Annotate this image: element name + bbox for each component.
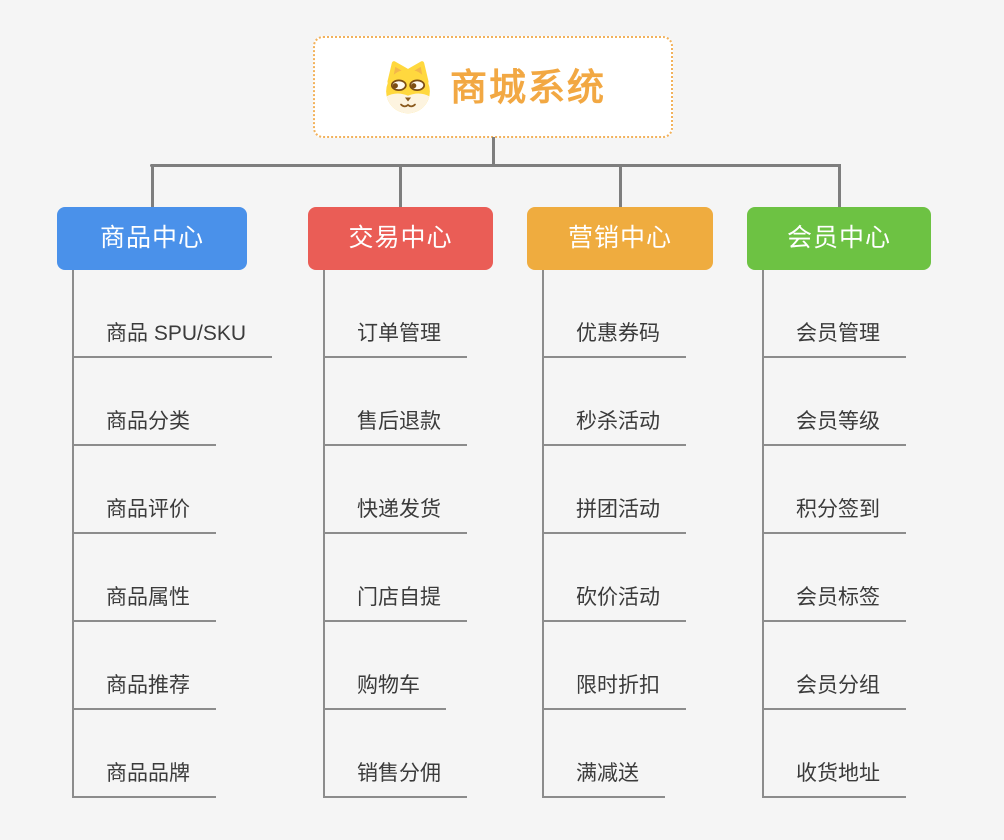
leaf-item-product-4[interactable]: 商品属性 [72,585,216,622]
leaf-item-marketing-2[interactable]: 秒杀活动 [542,409,686,446]
leaf-row: 限时折扣 [542,622,782,710]
leaf-item-trade-4[interactable]: 门店自提 [323,585,467,622]
branch-label: 交易中心 [348,224,453,252]
leaf-row: 秒杀活动 [542,358,782,446]
leaf-item-trade-1[interactable]: 订单管理 [323,321,467,358]
leaf-item-trade-2[interactable]: 售后退款 [323,409,467,446]
leaf-item-product-3[interactable]: 商品评价 [72,497,216,534]
leaf-column-member: 会员管理会员等级积分签到会员标签会员分组收货地址 [762,270,1002,798]
leaf-item-marketing-6[interactable]: 满减送 [542,761,665,798]
leaf-item-marketing-3[interactable]: 拼团活动 [542,497,686,534]
branch-node-product[interactable]: 商品中心 [57,207,247,270]
leaf-item-member-2[interactable]: 会员等级 [762,409,906,446]
branch-label: 商品中心 [99,224,204,252]
leaf-row: 满减送 [542,710,782,798]
leaf-row: 购物车 [323,622,563,710]
leaf-item-product-2[interactable]: 商品分类 [72,409,216,446]
connector-root-stub [492,137,495,167]
connector-drop-product [151,164,154,208]
leaf-row: 拼团活动 [542,446,782,534]
leaf-item-member-6[interactable]: 收货地址 [762,761,906,798]
connector-drop-marketing [619,164,622,208]
leaf-item-marketing-5[interactable]: 限时折扣 [542,673,686,710]
leaf-row: 商品推荐 [72,622,312,710]
leaf-item-product-6[interactable]: 商品品牌 [72,761,216,798]
leaf-column-product: 商品 SPU/SKU 商品分类商品评价商品属性商品推荐商品品牌 [72,270,312,798]
leaf-row: 商品品牌 [72,710,312,798]
connector-trunk-member [762,270,764,798]
leaf-row: 积分签到 [762,446,1002,534]
leaf-row: 快递发货 [323,446,563,534]
leaf-item-trade-5[interactable]: 购物车 [323,673,446,710]
connector-trunk-product [72,270,74,798]
connector-bus [150,164,840,167]
dog-face-icon [386,61,430,114]
leaf-item-member-3[interactable]: 积分签到 [762,497,906,534]
leaf-item-member-1[interactable]: 会员管理 [762,321,906,358]
leaf-row: 商品属性 [72,534,312,622]
leaf-item-marketing-4[interactable]: 砍价活动 [542,585,686,622]
branch-node-trade[interactable]: 交易中心 [308,207,493,270]
leaf-item-marketing-1[interactable]: 优惠券码 [542,321,686,358]
leaf-row: 会员管理 [762,270,1002,358]
connector-trunk-marketing [542,270,544,798]
leaf-row: 销售分佣 [323,710,563,798]
leaf-row: 会员标签 [762,534,1002,622]
leaf-item-trade-6[interactable]: 销售分佣 [323,761,467,798]
leaf-item-product-1[interactable]: 商品 SPU/SKU [72,321,273,358]
leaf-row: 门店自提 [323,534,563,622]
root-node[interactable]: 商城系统 [313,36,673,138]
leaf-item-member-5[interactable]: 会员分组 [762,673,906,710]
branch-node-member[interactable]: 会员中心 [747,207,931,270]
leaf-column-marketing: 优惠券码秒杀活动拼团活动砍价活动限时折扣满减送 [542,270,782,798]
leaf-item-product-5[interactable]: 商品推荐 [72,673,216,710]
root-title: 商城系统 [450,66,606,108]
leaf-row: 会员等级 [762,358,1002,446]
branch-label: 会员中心 [786,224,891,252]
connector-trunk-trade [323,270,325,798]
branch-node-marketing[interactable]: 营销中心 [527,207,713,270]
branch-label: 营销中心 [567,224,672,252]
leaf-item-member-4[interactable]: 会员标签 [762,585,906,622]
leaf-row: 商品分类 [72,358,312,446]
leaf-row: 砍价活动 [542,534,782,622]
connector-drop-member [838,164,841,208]
leaf-row: 售后退款 [323,358,563,446]
connector-drop-trade [399,164,402,208]
leaf-row: 商品 SPU/SKU [72,270,312,358]
leaf-row: 收货地址 [762,710,1002,798]
leaf-row: 会员分组 [762,622,1002,710]
leaf-row: 优惠券码 [542,270,782,358]
leaf-column-trade: 订单管理售后退款快递发货门店自提购物车销售分佣 [323,270,563,798]
leaf-item-trade-3[interactable]: 快递发货 [323,497,467,534]
leaf-row: 订单管理 [323,270,563,358]
leaf-row: 商品评价 [72,446,312,534]
